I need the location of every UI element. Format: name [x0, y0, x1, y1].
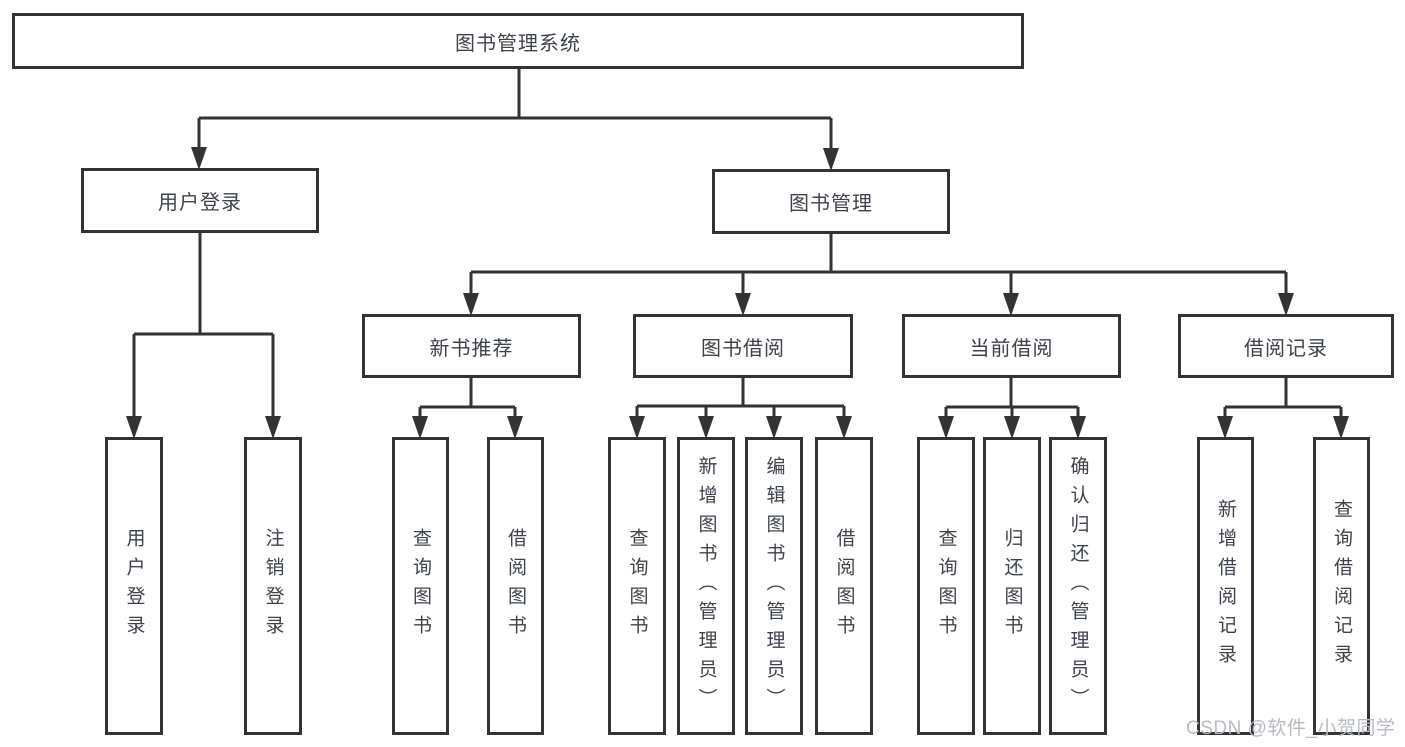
- node-book-management: 图书管理: [712, 169, 950, 234]
- leaf-label: 借阅图书: [505, 528, 526, 644]
- leaf-return-book: 归还图书: [983, 437, 1041, 735]
- arrowheads-level3: [463, 293, 1294, 316]
- leaf-label: 查询图书: [626, 528, 648, 644]
- leaf-label: 查询图书: [410, 528, 431, 644]
- arrowheads-login-children: [126, 416, 281, 439]
- node-library-management-system: 图书管理系统: [12, 13, 1024, 69]
- connector-root-to-level2: [197, 68, 833, 151]
- leaf-query-books-1: 查询图书: [392, 437, 449, 735]
- leaf-query-books-2: 查询图书: [608, 437, 666, 735]
- leaf-borrow-books-2: 借阅图书: [815, 437, 873, 735]
- node-user-login: 用户登录: [81, 168, 319, 233]
- leaf-user-login: 用户登录: [105, 437, 163, 735]
- node-label: 新书推荐: [429, 337, 514, 360]
- leaf-label: 新增借阅记录: [1215, 499, 1236, 673]
- connector-current-children: [944, 377, 1080, 420]
- node-label: 用户登录: [158, 192, 242, 214]
- node-book-borrow: 图书借阅: [633, 314, 853, 378]
- leaf-label: 查询图书: [935, 528, 957, 644]
- node-label: 借阅记录: [1244, 337, 1328, 360]
- leaf-label: 借阅图书: [833, 528, 855, 644]
- node-label: 当前借阅: [969, 337, 1054, 360]
- leaf-borrow-books-1: 借阅图书: [487, 437, 544, 735]
- connector-record-children: [1223, 377, 1343, 420]
- csdn-watermark: CSDN @软件_小贺同学: [1186, 718, 1396, 739]
- node-borrow-records: 借阅记录: [1178, 314, 1394, 378]
- leaf-label: 用户登录: [123, 528, 145, 644]
- leaf-label: 新增图书（管理员）: [695, 455, 717, 717]
- leaf-logout: 注销登录: [244, 437, 302, 735]
- connector-borrow-children: [635, 377, 846, 420]
- leaf-query-borrow-record: 查询借阅记录: [1313, 437, 1370, 735]
- leaf-add-book-admin: 新增图书（管理员）: [677, 437, 735, 735]
- leaf-edit-book-admin: 编辑图书（管理员）: [745, 437, 803, 735]
- node-label: 图书借阅: [701, 337, 785, 360]
- connector-mgmt-to-level3: [469, 233, 1288, 297]
- leaf-query-books-3: 查询图书: [917, 437, 975, 735]
- leaf-label: 确认归还（管理员）: [1067, 455, 1089, 717]
- connector-login-children: [132, 232, 275, 420]
- connector-newrec-children: [418, 377, 517, 420]
- leaf-add-borrow-record: 新增借阅记录: [1197, 437, 1254, 735]
- leaf-label: 注销登录: [262, 528, 284, 644]
- node-new-book-recommend: 新书推荐: [362, 314, 581, 378]
- node-current-borrow: 当前借阅: [902, 314, 1121, 378]
- leaf-label: 查询借阅记录: [1331, 499, 1352, 673]
- node-label: 图书管理系统: [455, 32, 581, 55]
- leaf-confirm-return-admin: 确认归还（管理员）: [1049, 437, 1107, 735]
- arrowheads-leaves: [412, 416, 1349, 439]
- leaf-label: 编辑图书（管理员）: [763, 455, 785, 717]
- node-label: 图书管理: [789, 193, 873, 215]
- leaf-label: 归还图书: [1001, 528, 1023, 644]
